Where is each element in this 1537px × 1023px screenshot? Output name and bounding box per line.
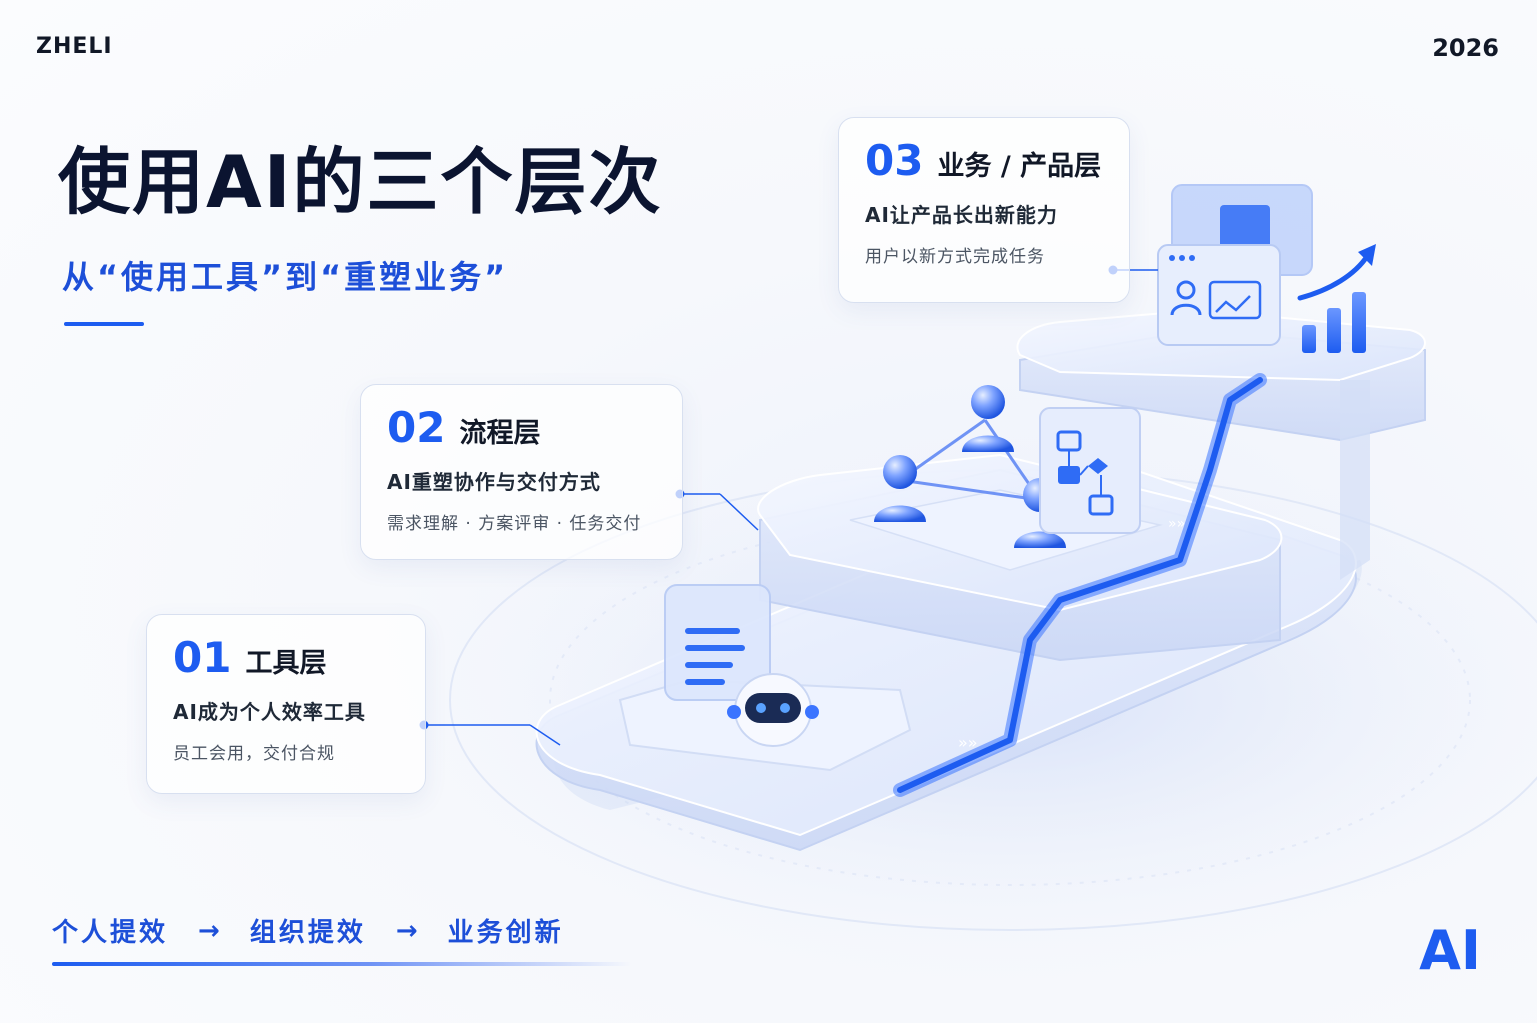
progression-flow: 个人提效 → 组织提效 → 业务创新: [52, 912, 564, 949]
flowchart-icon: [1039, 407, 1141, 534]
layer-card-01: 01 工具层 AI成为个人效率工具 员工会用，交付合规: [146, 614, 426, 794]
flow-step-2: 组织提效: [249, 918, 366, 948]
layer-number: 02: [387, 403, 446, 452]
document-icon: [664, 584, 771, 701]
path-chevron-icon: »»: [958, 733, 978, 752]
page-title: 使用AI的三个层次: [58, 140, 663, 224]
layer-detail: 员工会用，交付合规: [173, 744, 335, 764]
growth-arrow-icon: [1297, 244, 1376, 301]
path-chevron-icon: »»: [1168, 516, 1185, 532]
layer-number: 01: [173, 633, 232, 682]
robot-icon: [727, 673, 819, 747]
layer-detail: 需求理解 · 方案评审 · 任务交付: [387, 514, 642, 534]
page-subtitle: 从“使用工具”到“重塑业务”: [62, 258, 509, 296]
bar-chart-icon: [1302, 292, 1366, 353]
layer-detail: 用户以新方式完成任务: [865, 247, 1045, 267]
title-underline: [64, 322, 144, 326]
brand-logo: ZHELI: [36, 34, 113, 59]
ai-mark: AI: [1419, 919, 1481, 982]
step-3-pillar: [1340, 380, 1370, 580]
flow-step-1: 个人提效: [52, 918, 169, 948]
browser-profile-icon: [1157, 184, 1313, 346]
year-label: 2026: [1432, 34, 1499, 62]
layer-name: 工具层: [245, 648, 327, 679]
flow-underline: [52, 962, 632, 966]
layer-card-02: 02 流程层 AI重塑协作与交付方式 需求理解 · 方案评审 · 任务交付: [360, 384, 683, 560]
layer-card-03: 03 业务 / 产品层 AI让产品长出新能力 用户以新方式完成任务: [838, 117, 1130, 303]
flow-step-3: 业务创新: [447, 918, 564, 948]
floor-ring-dashed: [549, 514, 1471, 886]
layer-number: 03: [865, 136, 924, 185]
layer-headline: AI让产品长出新能力: [865, 203, 1058, 227]
progress-path: [897, 377, 1263, 793]
layer-headline: AI成为个人效率工具: [173, 700, 366, 724]
layer-headline: AI重塑协作与交付方式: [387, 470, 601, 494]
layer-name: 流程层: [459, 418, 541, 449]
layer-name: 业务 / 产品层: [937, 151, 1102, 182]
arrow-right-icon: →: [395, 915, 418, 946]
arrow-right-icon: →: [198, 915, 220, 946]
